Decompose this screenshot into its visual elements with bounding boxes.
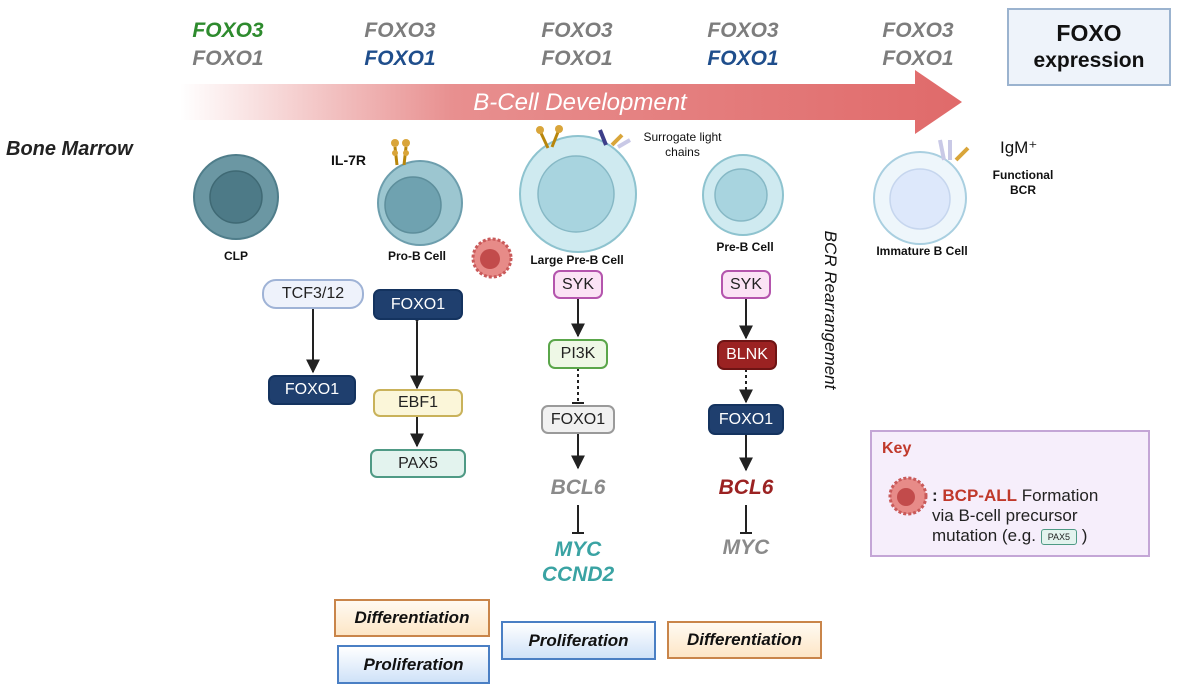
preb-differentiation-box: Differentiation	[667, 621, 822, 659]
foxo-expression-box: FOXO expression	[1007, 8, 1171, 86]
large-ccnd2-gene: CCND2	[541, 563, 615, 586]
ebf1-node: EBF1	[373, 389, 463, 417]
stage5-foxo1: FOXO1	[882, 47, 954, 70]
key-panel: Key : BCP-ALL Formation via B-cell precu…	[870, 430, 1150, 557]
stage4-foxo1: FOXO1	[707, 47, 779, 70]
large-foxo1-node: FOXO1	[541, 405, 615, 434]
clp-label: CLP	[224, 249, 248, 263]
foxo-box-line1: FOXO	[1056, 20, 1122, 46]
stage1-foxo3: FOXO3	[192, 19, 264, 42]
arrow-label: B-Cell Development	[473, 89, 687, 116]
surrogate-light-chains-label: Surrogate light chains	[643, 130, 722, 159]
prob-proliferation-box: Proliferation	[337, 645, 490, 684]
pro-b-cell-icon	[377, 160, 463, 246]
functional-bcr-line1: Functional	[992, 168, 1054, 182]
igm-label: IgM⁺	[1000, 138, 1038, 157]
foxo-box-line2: expression	[1033, 49, 1145, 72]
blnk-node: BLNK	[717, 340, 777, 370]
key-close-paren: )	[1081, 526, 1088, 545]
large-syk-node: SYK	[553, 270, 603, 299]
mutated-cell-icon	[471, 237, 513, 279]
preb-bcl6-gene: BCL6	[718, 476, 774, 499]
stage2-foxo3: FOXO3	[364, 19, 436, 42]
il7r-receptor-icon	[391, 139, 410, 166]
bone-marrow-label: Bone Marrow	[6, 138, 133, 160]
large-bcl6-gene: BCL6	[550, 476, 606, 499]
large-pre-b-cell-icon	[519, 135, 637, 253]
prob-foxo1-node: FOXO1	[373, 289, 463, 320]
pre-b-cell-icon	[702, 154, 784, 236]
large-pre-b-cell-label: Large Pre-B Cell	[530, 253, 624, 267]
key-formation: Formation	[1021, 486, 1099, 505]
stage3-foxo3: FOXO3	[541, 19, 613, 42]
large-pre-b-receptor-icon	[536, 125, 563, 149]
stage5-foxo3: FOXO3	[882, 19, 954, 42]
surrogate-light-chain-icon	[598, 129, 632, 149]
key-line3: mutation (e.g.	[932, 526, 1036, 545]
key-prefix: :	[932, 486, 938, 505]
key-line2: via B-cell precursor	[932, 506, 1078, 525]
functional-bcr-line2: BCR	[1010, 183, 1036, 197]
key-pax5-chip: PAX5	[1040, 528, 1078, 545]
largepreb-proliferation-box: Proliferation	[501, 621, 656, 660]
immature-b-cell-icon	[873, 151, 967, 245]
stage3-foxo1: FOXO1	[541, 47, 613, 70]
key-text: : BCP-ALL Formation via B-cell precursor…	[932, 486, 1147, 546]
cells-layer	[193, 125, 970, 279]
pi3k-node: PI3K	[548, 339, 608, 369]
pax5-node: PAX5	[370, 449, 466, 478]
key-mutated-cell-icon	[888, 476, 928, 516]
key-title: Key	[882, 440, 912, 457]
development-arrow	[180, 70, 962, 134]
il7r-label: IL-7R	[331, 152, 366, 168]
tcf3-12-node: TCF3/12	[262, 279, 364, 309]
pro-b-cell-label: Pro-B Cell	[387, 249, 446, 263]
preb-syk-node: SYK	[721, 270, 771, 299]
prob-differentiation-box: Differentiation	[334, 599, 490, 637]
stage2-foxo1: FOXO1	[364, 47, 436, 70]
pre-b-cell-label: Pre-B Cell	[716, 240, 774, 254]
preb-foxo1-node: FOXO1	[708, 404, 784, 435]
clp-cell-icon	[193, 154, 279, 240]
stage1-foxo1: FOXO1	[192, 47, 264, 70]
immature-b-cell-label: Immature B Cell	[876, 244, 968, 258]
preb-myc-gene: MYC	[722, 536, 770, 559]
large-myc-gene: MYC	[554, 538, 602, 561]
stage4-foxo3: FOXO3	[707, 19, 779, 42]
clp-foxo1-node: FOXO1	[268, 375, 356, 405]
key-bcp-all: BCP-ALL	[942, 486, 1018, 505]
igm-receptor-icon	[938, 139, 970, 162]
